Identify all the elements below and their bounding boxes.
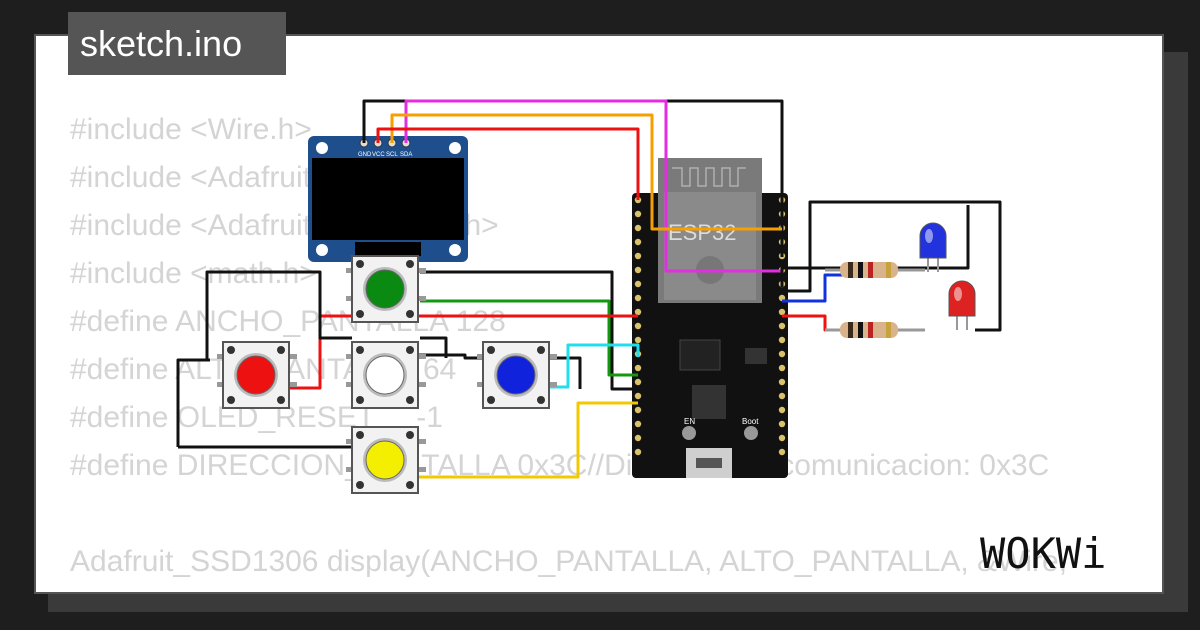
- wire-green[interactable]: [420, 299, 638, 377]
- esp32-pin[interactable]: [778, 406, 786, 414]
- pushbutton-green[interactable]: [346, 255, 426, 323]
- resistor[interactable]: [825, 262, 925, 278]
- esp32-label: ESP32: [668, 220, 737, 245]
- resistors-and-leds: [825, 222, 976, 338]
- wire-blue[interactable]: [782, 273, 845, 303]
- esp32-pin[interactable]: [778, 350, 786, 358]
- wire-black[interactable]: [176, 358, 210, 447]
- led-blue[interactable]: [919, 222, 947, 272]
- pushbutton-red[interactable]: [217, 341, 297, 409]
- wire-orange[interactable]: [390, 113, 782, 231]
- esp32-pin[interactable]: [778, 308, 786, 316]
- oled-pin-label: VCC: [372, 152, 385, 158]
- wire-black[interactable]: [416, 353, 582, 389]
- wires: [176, 99, 1002, 479]
- esp32-pin[interactable]: [634, 210, 642, 218]
- esp32-pin[interactable]: [778, 448, 786, 456]
- oled-pin-label: SDA: [400, 152, 412, 158]
- wire-red[interactable]: [290, 314, 638, 390]
- pushbutton-white[interactable]: [346, 341, 426, 409]
- esp32-pin[interactable]: [778, 336, 786, 344]
- wire-red[interactable]: [782, 314, 845, 332]
- esp32-pin[interactable]: [634, 294, 642, 302]
- esp32-pins: [634, 196, 786, 456]
- esp32-pin[interactable]: [634, 280, 642, 288]
- wire-black[interactable]: [420, 270, 632, 391]
- preview-card: #include <Wire.h>#include <Adafruit_GFX.…: [34, 34, 1164, 594]
- file-tab[interactable]: sketch.ino: [68, 12, 286, 75]
- wire-black[interactable]: [420, 336, 448, 358]
- pushbuttons: [217, 255, 557, 494]
- wire-cyan[interactable]: [548, 343, 640, 389]
- esp32-pin[interactable]: [634, 308, 642, 316]
- oled-display[interactable]: [308, 136, 468, 262]
- esp32-pin[interactable]: [634, 336, 642, 344]
- esp32-pin[interactable]: [634, 266, 642, 274]
- esp32-pin[interactable]: [778, 322, 786, 330]
- esp32-pin[interactable]: [634, 434, 642, 442]
- resistor[interactable]: [825, 322, 925, 338]
- svg-text:WOKWi: WOKWi: [980, 529, 1106, 576]
- boot-label: Boot: [742, 417, 759, 426]
- led-red[interactable]: [948, 280, 976, 330]
- pushbutton-yellow[interactable]: [346, 426, 426, 494]
- wire-black[interactable]: [782, 200, 1002, 332]
- esp32-pin[interactable]: [634, 392, 642, 400]
- esp32-pin[interactable]: [634, 448, 642, 456]
- esp32-pin[interactable]: [634, 406, 642, 414]
- esp32-pin[interactable]: [634, 364, 642, 372]
- esp32-pin[interactable]: [634, 420, 642, 428]
- esp32-pin[interactable]: [778, 420, 786, 428]
- wire-yellow[interactable]: [418, 401, 638, 479]
- wire-black[interactable]: [205, 270, 352, 360]
- oled-pin-label: SCL: [386, 152, 398, 158]
- esp32-pin[interactable]: [634, 224, 642, 232]
- pushbutton-blue[interactable]: [477, 341, 557, 409]
- esp32-pin[interactable]: [778, 364, 786, 372]
- wokwi-logo: WOKWi: [980, 529, 1106, 576]
- wire-red[interactable]: [376, 127, 640, 200]
- esp32-pin[interactable]: [634, 238, 642, 246]
- esp32-board[interactable]: ESP32 EN Boot: [632, 158, 788, 478]
- code-line: Adafruit_SSD1306 display(ANCHO_PANTALLA,…: [70, 545, 1068, 578]
- esp32-pin[interactable]: [634, 322, 642, 330]
- esp32-pin[interactable]: [778, 434, 786, 442]
- esp32-pin[interactable]: [778, 378, 786, 386]
- esp32-pin[interactable]: [634, 378, 642, 386]
- esp32-pin[interactable]: [778, 392, 786, 400]
- en-label: EN: [684, 417, 695, 426]
- code-line: #include <Wire.h>: [70, 113, 312, 146]
- oled-pin-label: GND: [358, 152, 372, 158]
- esp32-pin[interactable]: [634, 252, 642, 260]
